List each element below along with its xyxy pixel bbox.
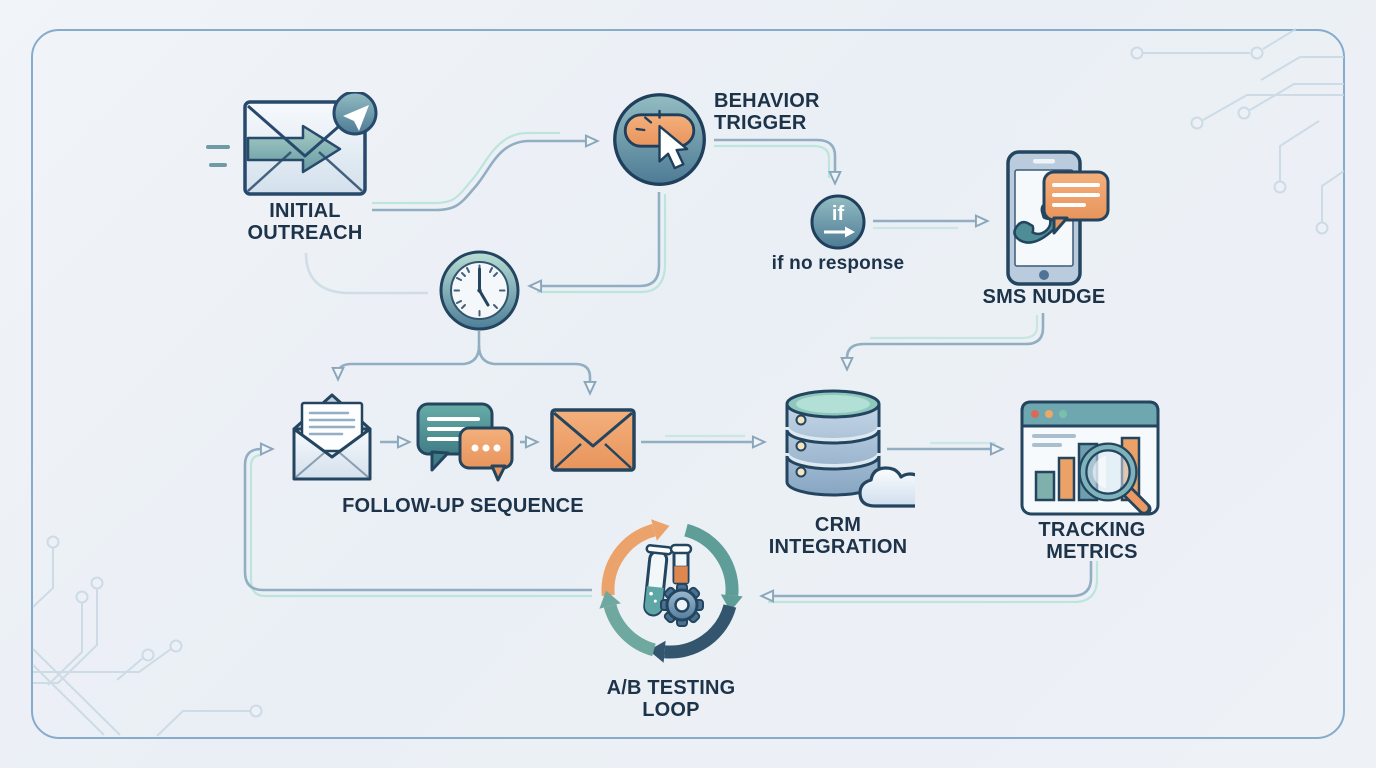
test-tube-icon (643, 544, 673, 617)
connector-tracking-to-abloop (759, 561, 1093, 603)
clock-icon (439, 250, 520, 331)
gear-icon (660, 583, 704, 627)
connector-accents (249, 131, 1099, 604)
database-cloud-icon (785, 389, 915, 508)
analytics-browser-icon (1020, 400, 1160, 516)
click-button-icon (613, 93, 706, 186)
crm-integration-label: CRM INTEGRATION (768, 514, 908, 559)
connector-outreach-fade (304, 252, 428, 295)
cycle-arrows-icon (599, 519, 743, 663)
connector-sms-to-crm (840, 313, 1045, 372)
ab-testing-loop-label: A/B TESTING LOOP (606, 677, 736, 722)
initial-outreach-label: INITIAL OUTREACH (247, 200, 363, 245)
connector-clock-to-orangeenvelope (477, 345, 597, 396)
circuit-decoration-bottom-left (32, 535, 263, 737)
connector-abloop-to-followup (243, 442, 592, 592)
open-envelope-icon (292, 393, 372, 481)
magnifier-icon (1078, 442, 1152, 516)
behavior-trigger-label: BEHAVIOR TRIGGER (714, 90, 820, 135)
circuit-decoration-top-right (1130, 28, 1345, 235)
cycle-test-icon (599, 519, 743, 663)
if-badge-label: if (832, 203, 845, 225)
connector-trigger-to-if (714, 138, 842, 186)
if-condition-icon: if (810, 194, 866, 250)
phone-message-icon (1006, 150, 1110, 286)
connector-outreach-to-trigger (372, 134, 600, 212)
connector-clock-to-openenvelope (331, 331, 481, 382)
flask-icon (669, 543, 693, 585)
sms-bubble-icon (1042, 170, 1110, 235)
if-no-response-label: if no response (771, 253, 905, 274)
chat-bubbles-icon (416, 402, 514, 482)
speed-arrow-icon (246, 124, 342, 174)
cursor-icon (658, 125, 689, 170)
cloud-icon (858, 466, 915, 508)
follow-up-sequence-label: FOLLOW-UP SEQUENCE (342, 495, 584, 517)
sms-nudge-label: SMS NUDGE (982, 286, 1106, 308)
send-envelope-icon (206, 92, 378, 196)
tracking-metrics-label: TRACKING METRICS (1038, 519, 1146, 564)
orange-envelope-icon (550, 408, 636, 472)
connector-trigger-to-clock (527, 192, 661, 293)
